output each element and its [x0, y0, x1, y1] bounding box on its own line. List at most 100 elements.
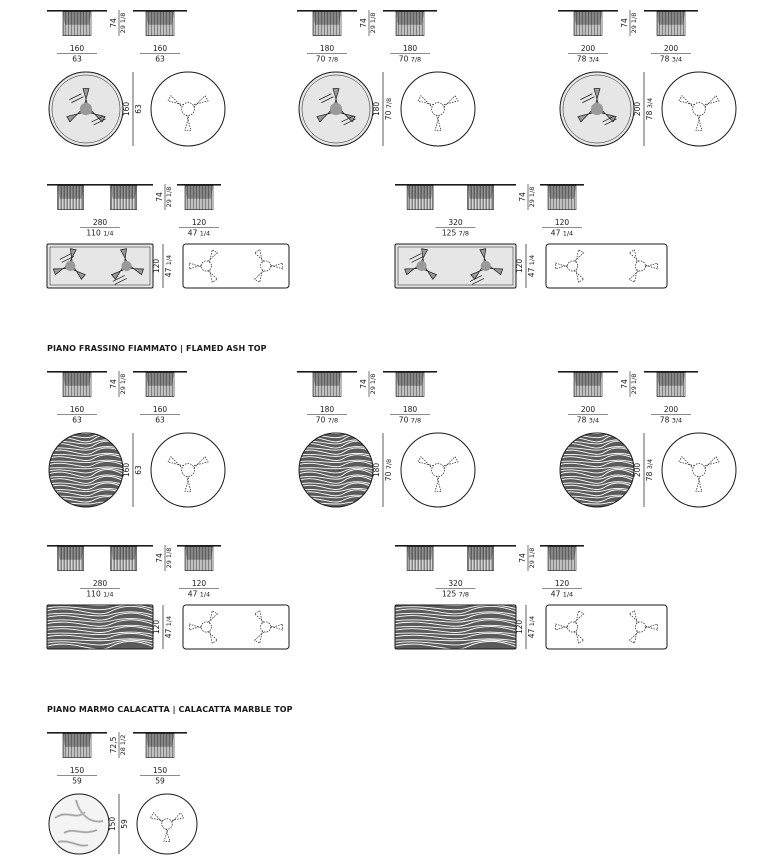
grain-line	[560, 452, 634, 457]
dimension-inch: 70 7/8	[316, 416, 338, 425]
base-arms	[555, 610, 585, 644]
column-shade	[63, 372, 91, 386]
base-arms	[167, 95, 209, 131]
height-cm: 74	[155, 192, 164, 202]
dimension-inch-fraction: 7/8	[385, 98, 393, 108]
dimension-inch-fraction: 3/4	[672, 417, 682, 425]
dimension-cm: 200	[664, 405, 679, 414]
base-plan-circle	[150, 71, 226, 147]
top-slab	[47, 10, 107, 12]
dimension-cm: 180	[320, 405, 335, 414]
column-shade	[110, 546, 137, 560]
fluted-column	[467, 185, 494, 210]
base-outline-dashed	[253, 249, 284, 283]
dimension-inch: 78 3/4	[577, 416, 599, 425]
fluted-column	[57, 546, 84, 571]
fluted-column	[110, 546, 137, 571]
dimension-cm: 120	[152, 620, 161, 635]
height-inch: 29 1/8	[630, 374, 638, 395]
fluted-column	[184, 546, 214, 571]
grain-line	[395, 611, 516, 617]
dimension-inch: 63	[72, 416, 82, 425]
dimension-cm: 200	[633, 463, 642, 478]
dimension-cm: 160	[153, 405, 168, 414]
top-slab	[133, 732, 187, 734]
grain-line	[47, 624, 153, 629]
top-slab	[177, 184, 221, 186]
ash-top-outline	[394, 604, 517, 650]
round-base-outline-icon	[400, 432, 476, 508]
dimension-inch: 125 7/8	[442, 229, 469, 238]
top-slab	[47, 545, 153, 547]
base-arms	[66, 88, 106, 123]
glass-reflection-marks	[580, 93, 595, 104]
dimension-inch-fraction: 7/8	[459, 230, 469, 238]
dimension-inch-fraction: 3/4	[589, 417, 599, 425]
base-outline-dashed	[555, 610, 585, 644]
fluted-column	[145, 11, 175, 36]
dimension-inch: 110 1/4	[86, 590, 113, 599]
glass-top-inner-edge	[301, 74, 371, 144]
marble-veins	[54, 799, 104, 847]
base-arms	[628, 610, 658, 644]
round-glass-top-icon	[48, 71, 124, 147]
grain-line	[299, 488, 373, 493]
table-side-view-icon	[133, 371, 187, 397]
table-side-view-icon	[47, 545, 153, 571]
top-slab	[297, 10, 357, 12]
height-cm: 74	[620, 379, 629, 389]
grain-line	[395, 641, 516, 649]
grain-line	[560, 459, 634, 464]
round-ash-top-icon	[48, 432, 124, 508]
dimension-cm: 320	[448, 218, 463, 227]
dimension-inch-fraction: 7/8	[328, 417, 338, 425]
fluted-column	[406, 185, 434, 210]
glass-reflection-marks	[602, 115, 617, 126]
reflection-stroke	[59, 253, 72, 260]
column-shade	[574, 11, 602, 25]
dimension-cm: 160	[70, 44, 85, 53]
fluted-column	[110, 185, 137, 210]
column-shade	[548, 185, 576, 199]
base-outline-dashed	[167, 456, 209, 492]
base-outline-dashed	[417, 95, 459, 131]
column-shade	[146, 11, 174, 25]
column-shade	[63, 733, 91, 747]
dimension-inch: 59	[155, 777, 165, 786]
grain-line	[49, 461, 123, 468]
reflection-stroke	[580, 93, 593, 101]
dimension-cm: 200	[581, 405, 596, 414]
height-cm: 74	[518, 553, 527, 563]
table-side-view-icon	[177, 545, 221, 571]
top-slab	[47, 732, 107, 734]
fluted-column	[62, 11, 92, 36]
vein-core	[63, 829, 98, 834]
table-side-view-icon	[297, 10, 357, 36]
top-slab	[133, 10, 187, 12]
rect-base-outline-icon	[545, 604, 668, 650]
dimension-inch: 47 1/4	[551, 229, 573, 238]
grain-line	[299, 482, 373, 490]
height-inch: 29 1/8	[369, 13, 377, 34]
base-hub	[161, 818, 173, 830]
table-side-view-icon	[558, 10, 618, 36]
reflection-stroke	[469, 275, 483, 282]
column-shade	[57, 546, 84, 560]
height-cm: 74	[359, 379, 368, 389]
column-shade	[110, 185, 137, 199]
base-hub	[200, 621, 212, 633]
table-side-view-icon	[644, 10, 698, 36]
base-arms	[167, 456, 209, 492]
glass-base-visible	[52, 248, 86, 280]
height-cm: 74	[359, 18, 368, 28]
reflection-stroke	[471, 278, 485, 285]
